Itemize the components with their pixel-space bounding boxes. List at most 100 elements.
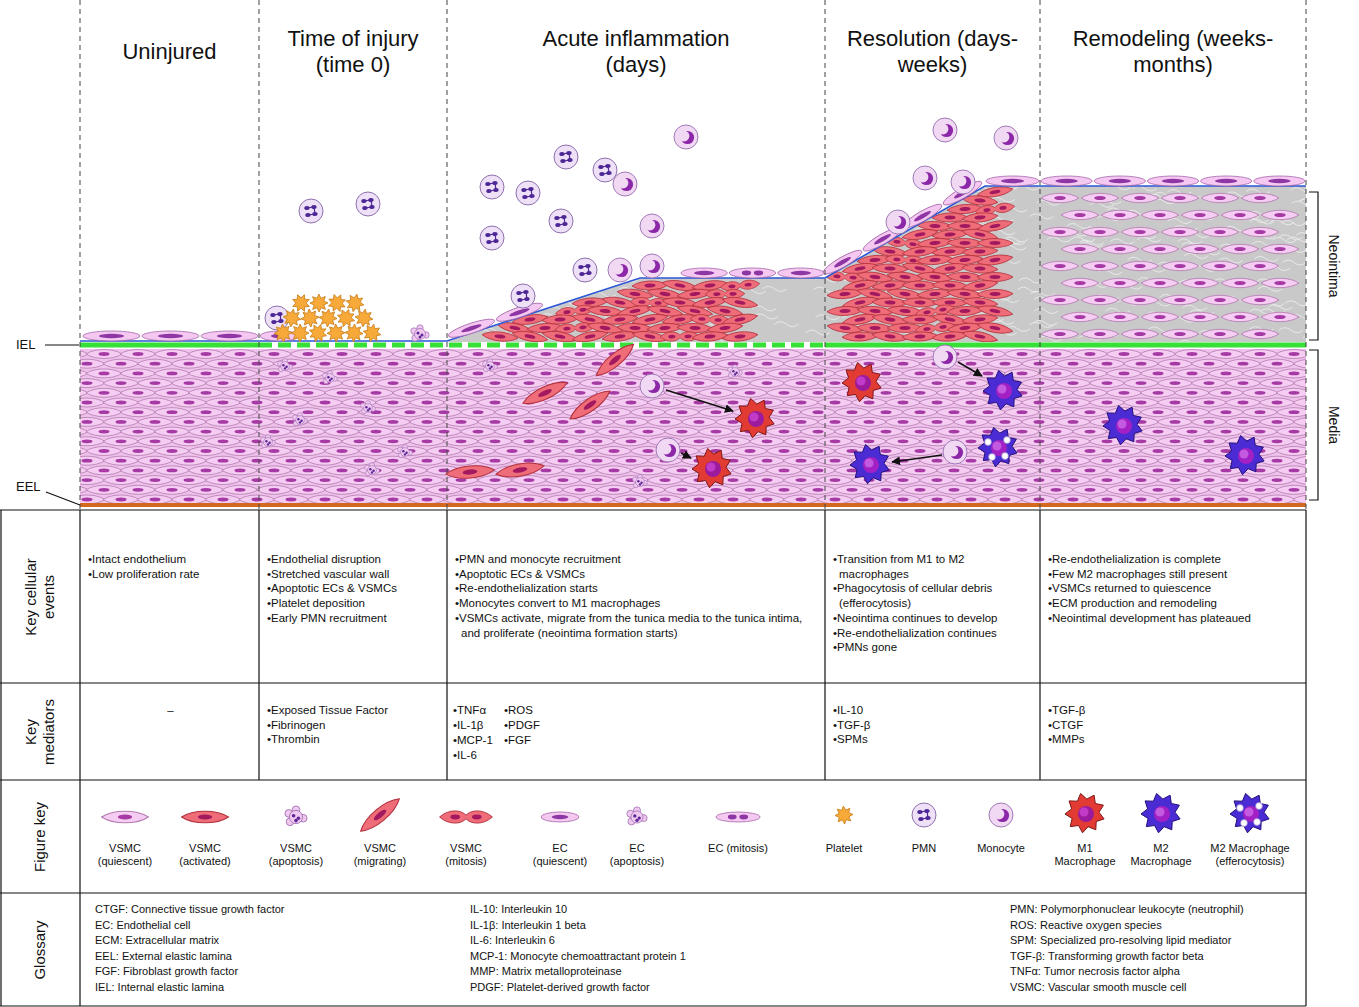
illustration-part (834, 485, 870, 494)
illustration-part (830, 401, 841, 405)
illustration-part (303, 469, 314, 473)
illustration-part (805, 220, 829, 225)
illustration-part (596, 466, 632, 475)
illustration-part (116, 401, 127, 405)
illustration-part (1021, 359, 1057, 368)
illustration-part (1085, 469, 1096, 473)
illustration-part (545, 398, 581, 407)
illustration-part (681, 417, 717, 426)
illustration-part (1191, 456, 1227, 465)
illustration-part (1021, 417, 1057, 426)
illustration-part (783, 398, 819, 407)
illustration-part (1221, 352, 1232, 356)
illustration-part (609, 410, 620, 414)
illustration-part (120, 485, 156, 494)
illustration-part (898, 401, 909, 405)
illustration-part (269, 449, 280, 453)
illustration-part (137, 398, 173, 407)
illustration-part (1140, 466, 1176, 475)
illustration-part (1038, 427, 1074, 436)
illustration-part (99, 410, 110, 414)
illustration-part (86, 388, 122, 397)
illustration-part (800, 408, 836, 417)
illustration-part (779, 430, 790, 434)
illustration-part (1021, 495, 1057, 503)
illustration-part (103, 456, 139, 465)
illustration-part (1293, 417, 1306, 426)
illustration-part (796, 381, 807, 385)
illustration-part (1272, 498, 1283, 502)
illustration-part (664, 350, 700, 359)
illustration-part (137, 456, 173, 465)
illustration-part (953, 417, 989, 426)
illustration-part (239, 437, 275, 446)
illustration-part (613, 456, 649, 465)
illustration-part (664, 427, 700, 436)
illustration-part (167, 410, 178, 414)
illustration-part (303, 430, 314, 434)
illustration-part (609, 449, 620, 453)
illustration-part (664, 388, 700, 397)
illustration-part (103, 437, 139, 446)
illustration-part (307, 437, 343, 446)
illustration-part (966, 381, 977, 385)
illustration-part (728, 498, 739, 502)
illustration-part (1072, 485, 1108, 494)
illustration-part (171, 398, 207, 407)
illustration-part (579, 379, 615, 388)
illustration-part (99, 352, 110, 356)
illustration-part (1004, 466, 1040, 475)
illustration-part (749, 476, 785, 485)
illustration-part (902, 447, 938, 456)
illustration-part (409, 398, 445, 407)
illustration-part (456, 439, 467, 443)
illustration-part (596, 466, 632, 475)
illustration-part (252, 381, 263, 385)
illustration-part (1017, 372, 1028, 376)
illustration-part (544, 196, 568, 201)
illustration-part (1034, 362, 1045, 366)
illustration-part (307, 417, 343, 426)
illustration-part (1276, 485, 1306, 494)
illustration-part (354, 439, 365, 443)
illustration-part (660, 420, 671, 424)
illustration-part (1136, 459, 1147, 463)
illustration-part (1072, 447, 1108, 456)
illustration-part (324, 427, 360, 436)
illustration-part (1089, 456, 1125, 465)
illustration-part (460, 447, 496, 456)
illustration-part (562, 466, 598, 475)
illustration-part (490, 498, 501, 502)
illustration-part (1106, 350, 1142, 359)
illustration-part (745, 469, 756, 473)
illustration-part (456, 362, 467, 366)
illustration-part (1272, 439, 1283, 443)
illustration-part (154, 466, 190, 475)
illustration-part (426, 388, 462, 397)
illustration-part (341, 417, 377, 426)
illustration-part (307, 359, 343, 368)
illustration-part (103, 495, 139, 503)
illustration-part (252, 420, 263, 424)
illustration-part (405, 488, 416, 492)
illustration-part (1140, 427, 1176, 436)
illustration-part (932, 478, 943, 482)
illustration-part (490, 459, 501, 463)
illustration-part (409, 495, 445, 503)
illustration-part (766, 485, 802, 494)
illustration-part (694, 245, 718, 250)
illustration-part (562, 369, 598, 378)
illustration-part (524, 498, 535, 502)
illustration-part (1140, 408, 1176, 417)
illustration-part (259, 343, 825, 348)
illustration-part (426, 369, 462, 378)
illustration-part (711, 488, 722, 492)
illustration-part (562, 369, 598, 378)
illustration-part (766, 369, 802, 378)
illustration-part (953, 398, 989, 407)
illustration-part (1034, 420, 1045, 424)
illustration-part (579, 476, 615, 485)
illustration-part (1068, 401, 1079, 405)
illustration-part (443, 398, 479, 407)
illustration-part (902, 388, 938, 397)
